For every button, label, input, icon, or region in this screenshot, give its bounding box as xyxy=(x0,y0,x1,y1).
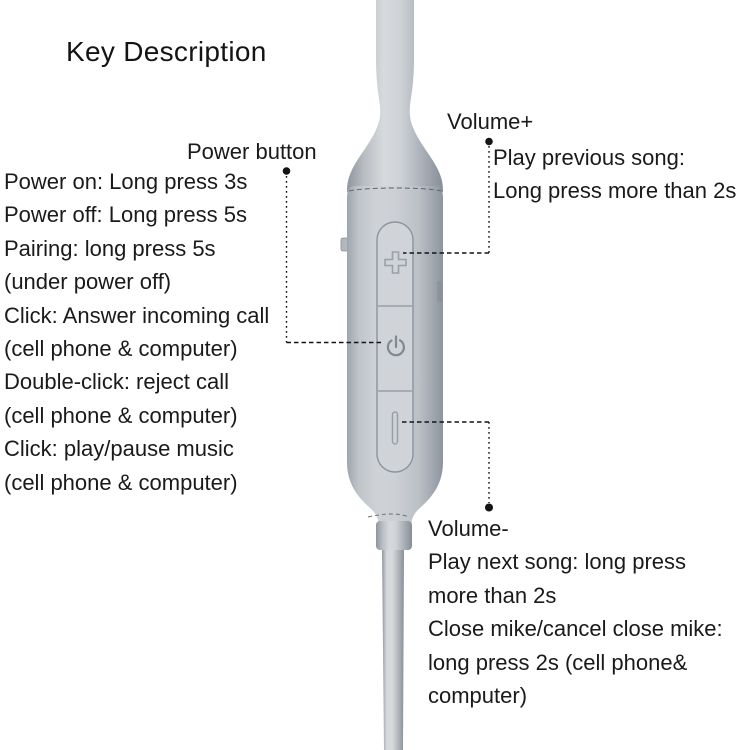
volume-up-leader-line xyxy=(403,137,493,254)
top-cable xyxy=(347,0,443,192)
power-note-line: Click: play/pause music xyxy=(4,436,234,462)
power-button-label: Power button xyxy=(187,139,317,164)
power-leader-line xyxy=(282,167,384,344)
power-icon xyxy=(386,335,405,357)
volume-down-label: Volume- xyxy=(428,516,509,541)
volume-down-note-line: Close mike/cancel close mike: xyxy=(428,616,723,642)
side-nub-right xyxy=(437,281,442,302)
volume-up-label: Volume+ xyxy=(447,109,534,134)
power-note-line: (cell phone & computer) xyxy=(4,402,238,428)
volume-up-notes-block: Play previous song: Long press more than… xyxy=(493,141,736,207)
power-note-line: Double-click: reject call xyxy=(4,369,229,395)
plus-icon xyxy=(384,251,407,274)
volume-down-notes-block: Volume- Play next song: long press more … xyxy=(428,512,723,712)
volume-down-leader-line xyxy=(402,421,493,512)
power-note-line: Pairing: long press 5s xyxy=(4,235,216,261)
bottom-cable xyxy=(382,550,404,750)
power-note-line: Power on: Long press 3s xyxy=(4,169,248,194)
power-notes-block: Power on: Long press 3s Power off: Long … xyxy=(4,165,269,499)
power-note-line: (under power off) xyxy=(4,269,172,295)
power-note-line: (cell phone & computer) xyxy=(4,336,238,362)
volume-down-note-line: long press 2s (cell phone& xyxy=(428,649,688,675)
housing-seam-bottom xyxy=(367,513,410,518)
strain-relief-collar xyxy=(376,521,412,550)
power-note-line: (cell phone & computer) xyxy=(4,469,238,495)
power-note-line: Click: Answer incoming call xyxy=(4,302,270,328)
volume-up-note-line: Long press more than 2s xyxy=(493,178,737,203)
page-title: Key Description xyxy=(66,36,267,67)
volume-up-note-line: Play previous song: xyxy=(493,145,685,170)
volume-down-note-line: more than 2s xyxy=(428,582,557,608)
power-note-line: Power off: Long press 5s xyxy=(4,202,247,228)
volume-down-note-line: Play next song: long press xyxy=(428,549,687,575)
volume-down-note-line: computer) xyxy=(428,683,528,709)
minus-icon xyxy=(391,411,399,445)
